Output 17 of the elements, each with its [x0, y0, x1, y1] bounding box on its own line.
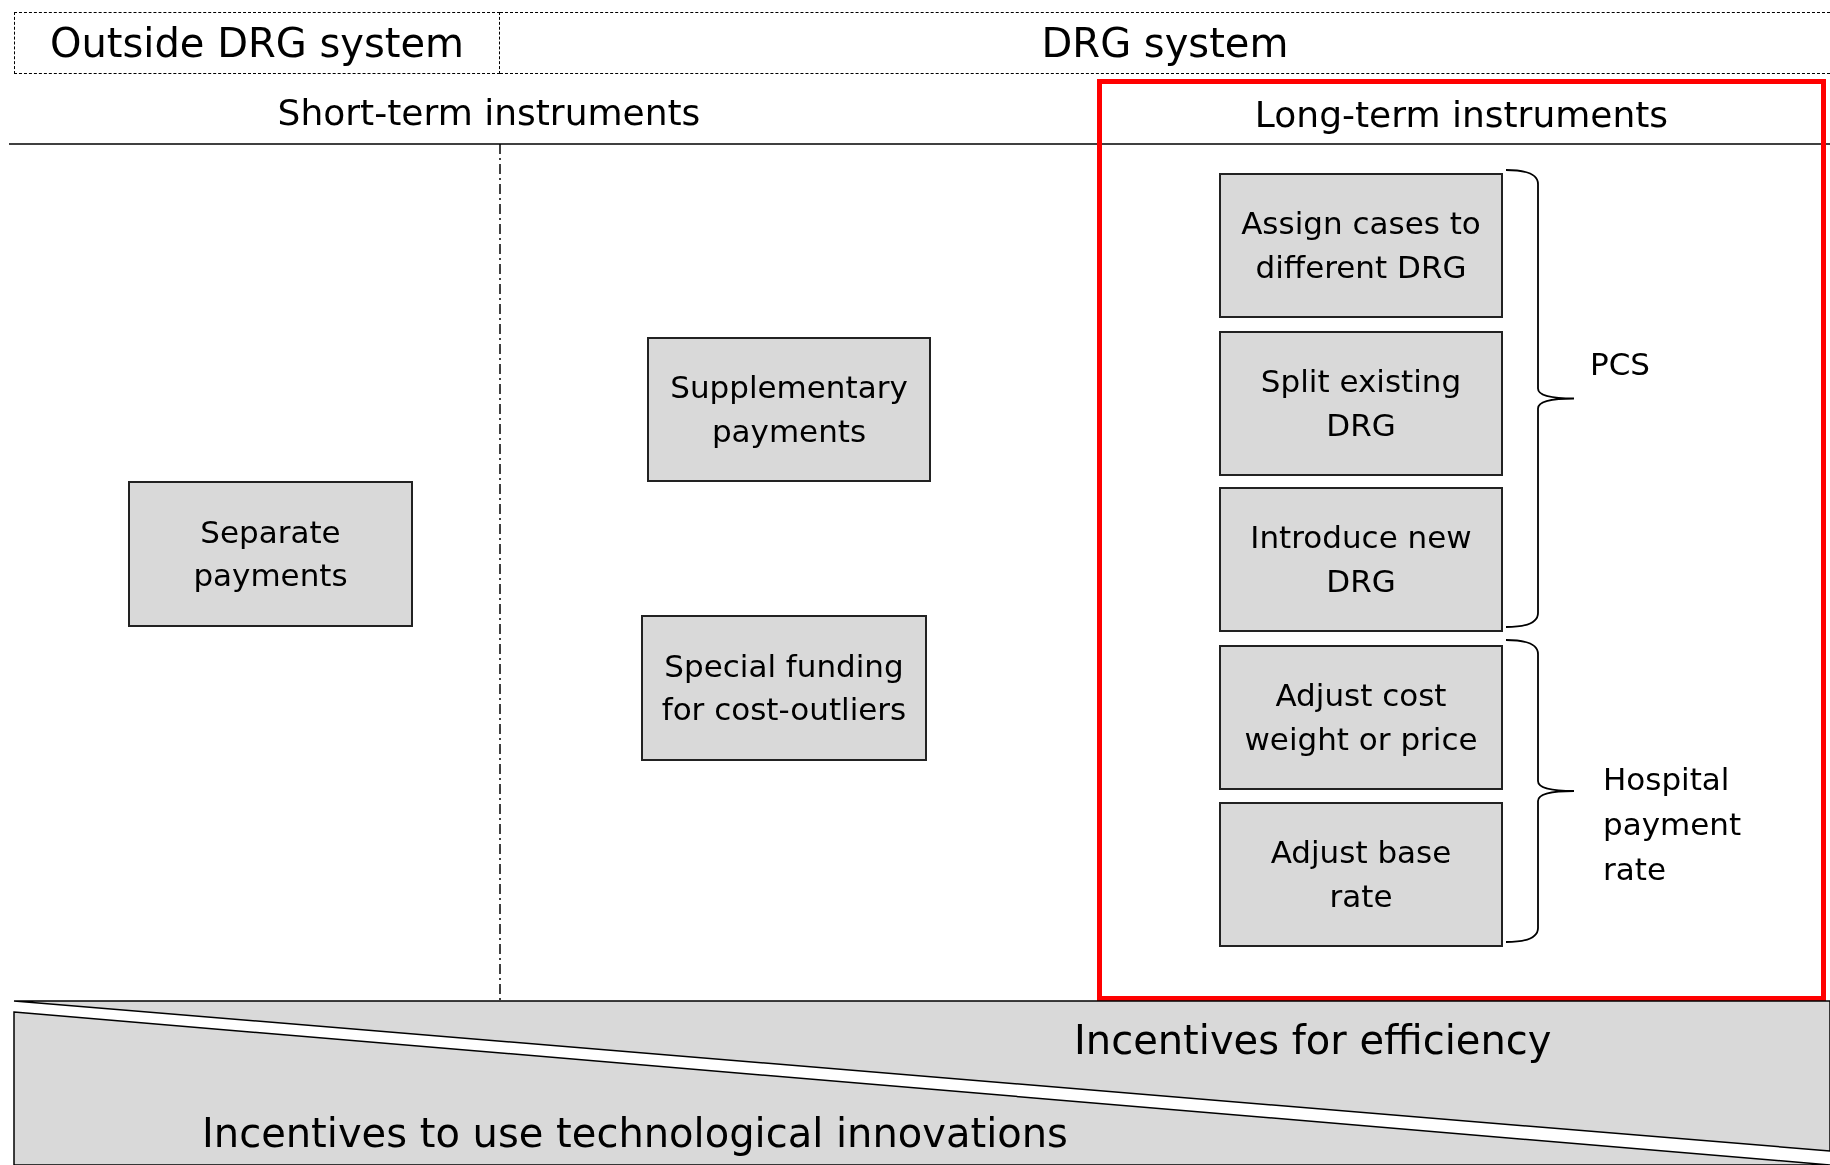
- instrument-box: Assign cases to different DRG: [1219, 173, 1503, 318]
- band-label: Incentives to use technological innovations: [202, 1110, 1068, 1156]
- instrument-box: Adjust cost weight or price: [1219, 645, 1503, 790]
- column-header: DRG system: [500, 12, 1830, 74]
- band-label: Incentives for efficiency: [1074, 1017, 1552, 1063]
- section-heading: Long-term instruments: [1253, 94, 1670, 135]
- instrument-box: Separate payments: [128, 481, 413, 627]
- instrument-box: Adjust base rate: [1219, 802, 1503, 947]
- instrument-box: Introduce new DRG: [1219, 487, 1503, 632]
- group-label: PCS: [1590, 346, 1651, 382]
- section-heading: Short-term instruments: [276, 92, 702, 133]
- highlight-frame: [1097, 79, 1826, 1001]
- group-label: Hospital payment rate: [1603, 760, 1743, 889]
- instrument-box: Supplementary payments: [647, 337, 931, 482]
- instrument-box: Special funding for cost-outliers: [641, 615, 927, 761]
- column-header: Outside DRG system: [14, 12, 500, 74]
- instrument-box: Split existing DRG: [1219, 331, 1503, 476]
